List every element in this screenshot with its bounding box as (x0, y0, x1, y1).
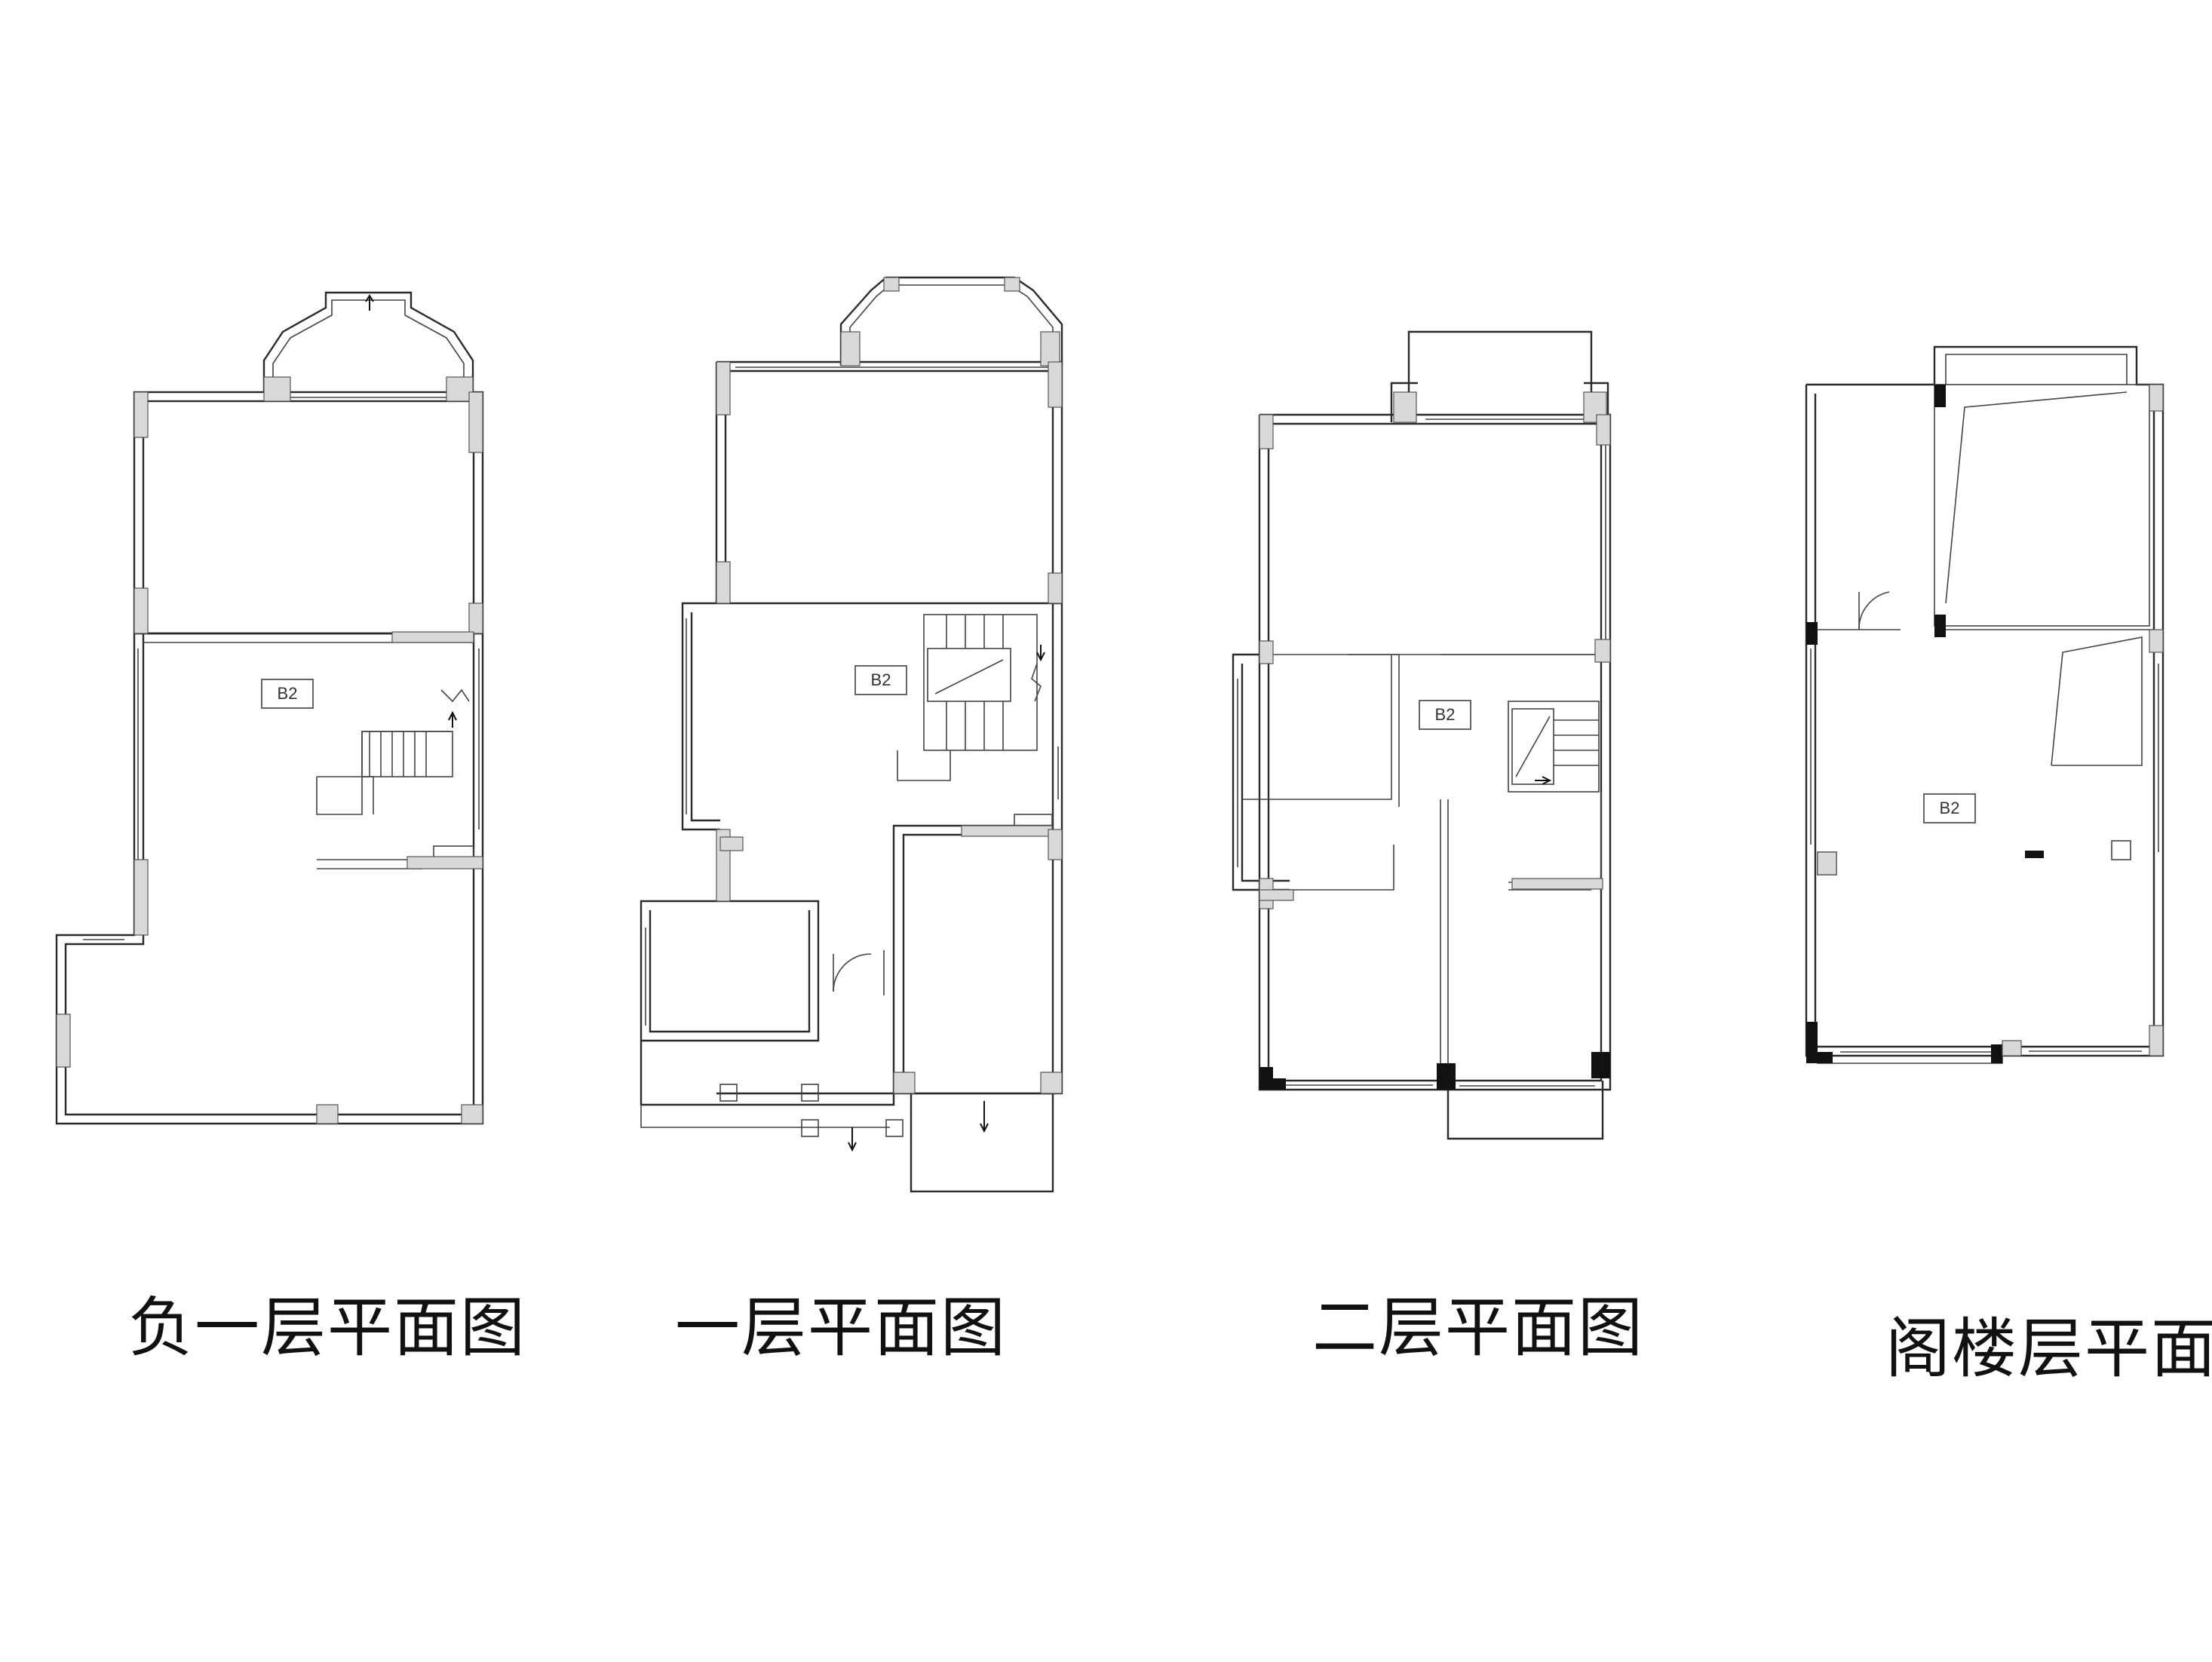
plan-title-attic: 阁楼层平面图 (1885, 1311, 2212, 1387)
second-floor-plan (1232, 330, 1612, 1140)
room-tag-basement: B2 (261, 679, 314, 709)
room-tag-ground: B2 (854, 665, 907, 695)
room-tag-attic: B2 (1923, 793, 1976, 823)
plan-title-basement: 负一层平面图 (128, 1290, 526, 1366)
attic-floor-plan (1805, 345, 2164, 1064)
basement-floor-plan (55, 291, 484, 1125)
plan-title-ground: 一层平面图 (675, 1290, 1007, 1366)
ground-floor-plan (640, 276, 1063, 1193)
plan-title-second: 二层平面图 (1312, 1290, 1644, 1366)
room-tag-second: B2 (1419, 700, 1471, 730)
